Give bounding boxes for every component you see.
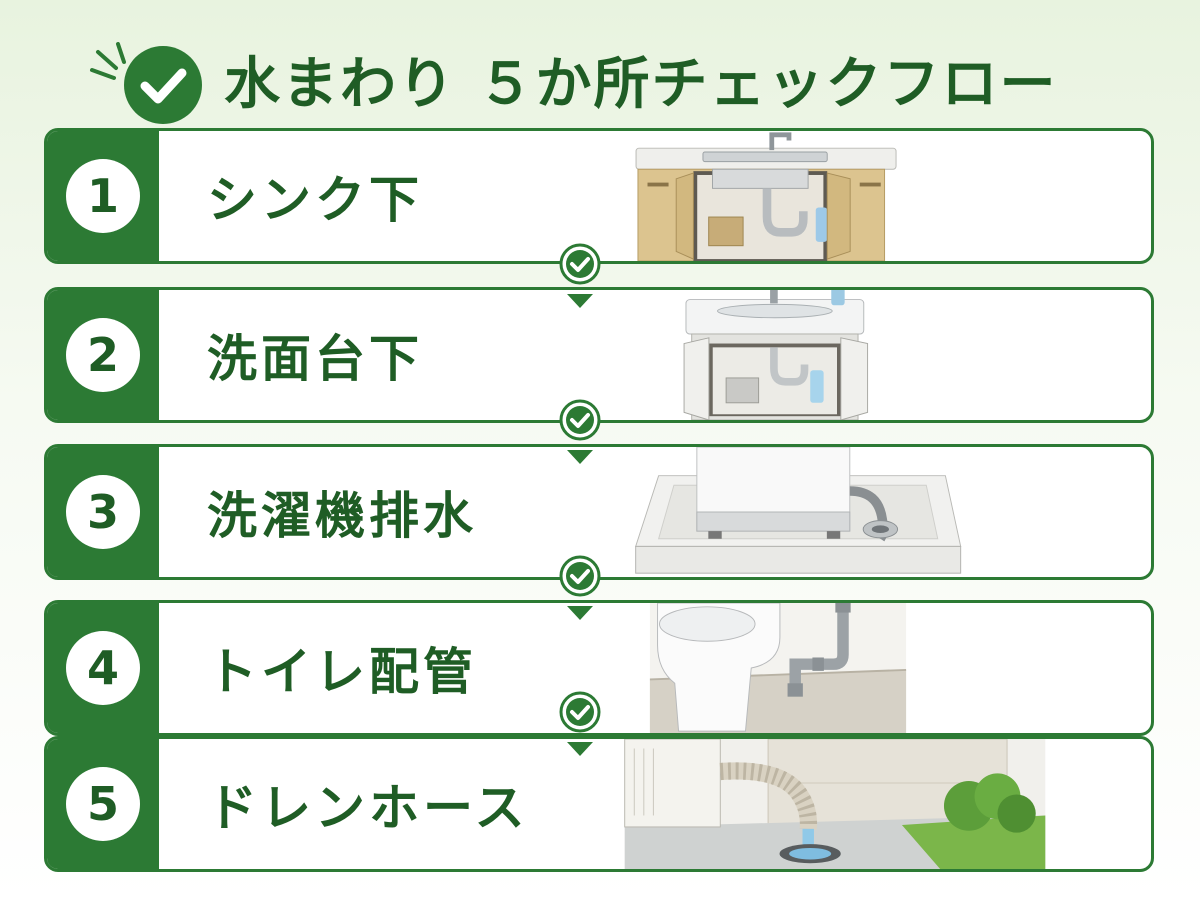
step-row-4: 4 トイレ配管 [44,600,1154,736]
washing-machine-drain-illustration [635,447,962,574]
washbasin-cabinet-illustration [683,290,869,420]
step-number: 3 [66,475,140,549]
step-number: 1 [66,159,140,233]
step-row-3: 3 洗濯機排水 [44,444,1154,580]
check-connector-icon [559,243,601,308]
emphasis-lines-icon [90,42,126,80]
step-number: 2 [66,318,140,392]
step-label: 洗濯機排水 [207,487,477,545]
drain-hose-illustration [624,739,1046,869]
step-label: ドレンホース [207,779,529,837]
header: 水まわり ５か所チェックフロー [0,18,1200,124]
check-circle-icon [124,46,202,124]
step-number-column: 4 [47,603,159,733]
check-connector-icon [559,555,601,620]
kitchen-sink-cabinet-illustration [635,132,897,261]
step-label: トイレ配管 [207,643,477,701]
step-number-column: 5 [47,739,159,869]
check-connector-icon [559,691,601,756]
step-number: 4 [66,631,140,705]
step-number: 5 [66,767,140,841]
step-number-column: 1 [47,131,159,261]
step-number-column: 3 [47,447,159,577]
check-connector-icon [559,399,601,464]
page-title: 水まわり ５か所チェックフロー [224,52,1058,117]
toilet-pipe-illustration [649,603,907,733]
step-label: シンク下 [207,171,423,229]
step-row-5: 5 ドレンホース [44,736,1154,872]
step-row-1: 1 シンク下 [44,128,1154,264]
step-row-2: 2 洗面台下 [44,287,1154,423]
step-number-column: 2 [47,290,159,420]
step-label: 洗面台下 [207,330,423,388]
